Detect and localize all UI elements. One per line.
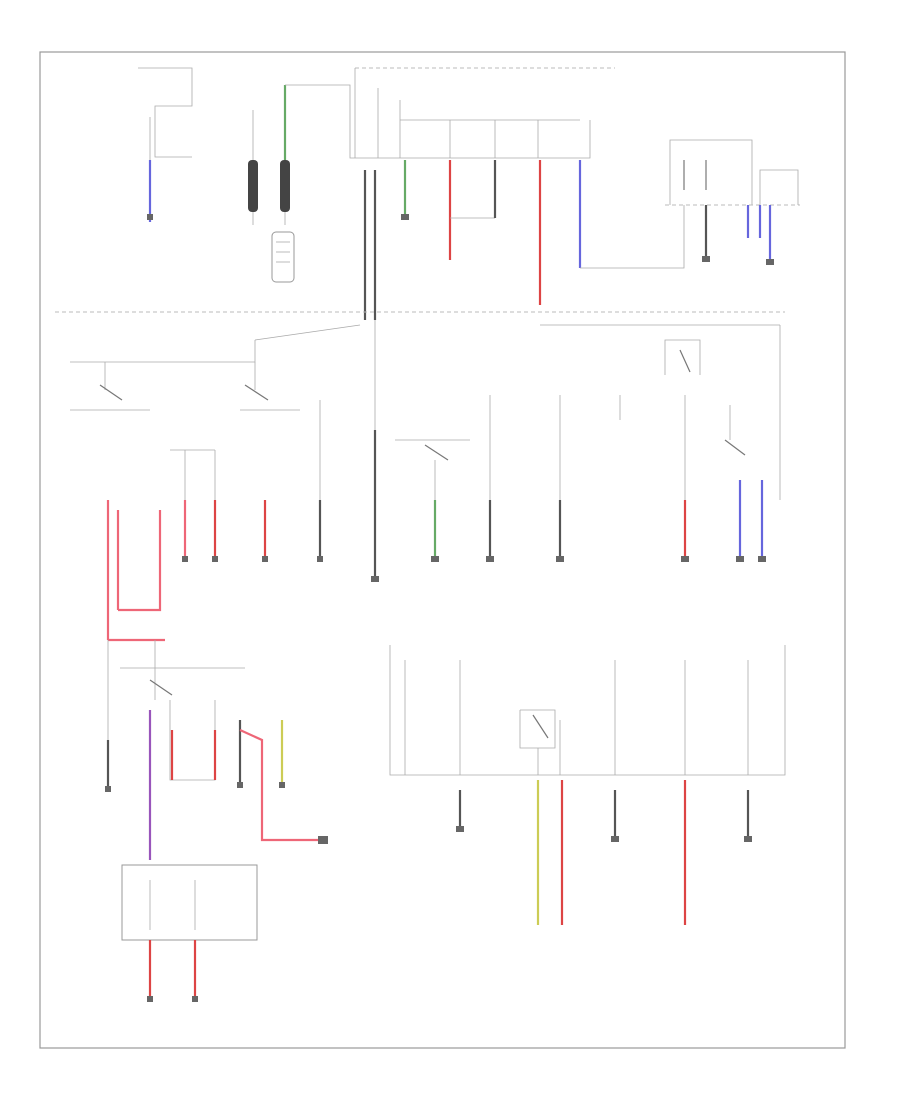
middle-wires bbox=[106, 430, 766, 642]
ignition-switch bbox=[70, 324, 361, 500]
mid-fuse-rows bbox=[170, 320, 781, 500]
battery-icon bbox=[248, 85, 295, 283]
top-left-fuse-block bbox=[138, 67, 193, 222]
top-feed-wires bbox=[363, 160, 685, 320]
lower-left-component-box bbox=[121, 864, 258, 1002]
lower-right-module bbox=[389, 645, 786, 925]
lower-left-circuit bbox=[105, 640, 328, 860]
diagram-frame bbox=[39, 51, 846, 1049]
relay-icon bbox=[665, 139, 800, 265]
main-fuse-box bbox=[285, 67, 615, 159]
